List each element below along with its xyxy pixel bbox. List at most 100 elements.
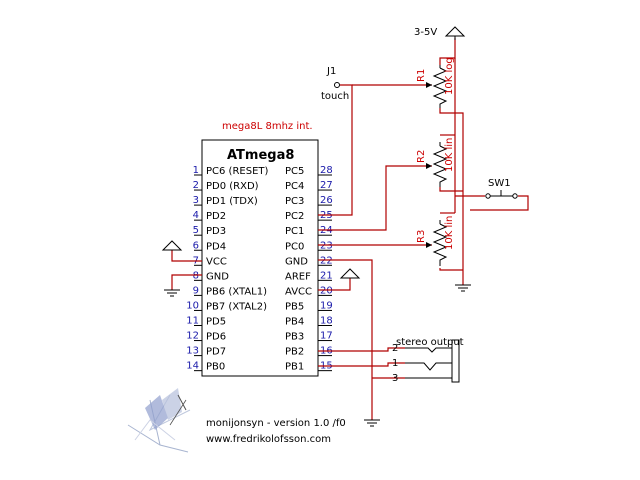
pin-number: 14 — [186, 361, 199, 372]
chip-pin-left: 11 PD5 — [186, 316, 226, 328]
pin-label: GND — [206, 271, 229, 282]
sw1-switch-icon — [485, 190, 518, 199]
supply-rail-top — [439, 38, 456, 65]
r3-resistor-icon — [426, 220, 448, 266]
stereo-jack-icon — [405, 339, 460, 383]
pin-number: 11 — [186, 316, 199, 327]
pin-number: 9 — [193, 285, 199, 296]
chip-pin-left: 2 PD0 (RXD) — [193, 180, 259, 192]
pin-number: 3 — [193, 195, 199, 206]
jack-pin-1: 1 — [392, 358, 398, 369]
gnd-wire-left — [171, 274, 202, 290]
ground-symbol-bottom — [364, 419, 380, 427]
pin-number: 28 — [320, 165, 333, 176]
chip-pin-left: 4 PD2 — [193, 210, 226, 222]
chip-pin-right: PB4 18 — [285, 316, 333, 328]
pin-number: 8 — [193, 270, 199, 281]
credit-url: www.fredrikolofsson.com — [206, 434, 331, 445]
pc1-wire — [318, 165, 432, 231]
chip-pin-right: PB5 19 — [285, 300, 333, 312]
pin-label: PC0 — [285, 241, 304, 252]
ground-symbol-right — [455, 284, 471, 292]
pin-number: 20 — [320, 285, 333, 296]
pin-number: 23 — [320, 240, 333, 251]
r1-value: 10K log — [444, 57, 455, 95]
pin-label: PB1 — [285, 362, 304, 373]
chip-pin-left: 3 PD1 (TDX) — [193, 195, 258, 207]
chip-body — [201, 139, 319, 377]
pin-label: PB0 — [206, 362, 225, 373]
pin-label: PD3 — [206, 226, 226, 237]
chip-pin-right: PC1 24 — [285, 225, 333, 237]
pin-label: PC5 — [285, 166, 304, 177]
credit-title: monijonsyn - version 1.0 /f0 — [206, 418, 346, 429]
chip-pin-left: 5 PD3 — [193, 225, 226, 237]
pin-label: PC6 (RESET) — [206, 166, 268, 177]
pin-label: PB4 — [285, 317, 304, 328]
chip-pin-left: 10 PB7 (XTAL2) — [186, 300, 267, 312]
pin-number: 5 — [193, 225, 199, 236]
jack-pin-2: 2 — [392, 343, 398, 354]
supply-symbol-avcc — [339, 268, 361, 279]
pin-label: PB7 (XTAL2) — [206, 301, 267, 312]
pin-number: 4 — [193, 210, 199, 221]
pin-label: PB3 — [285, 332, 304, 343]
pin-number: 24 — [320, 225, 333, 236]
pin-number: 10 — [186, 300, 199, 311]
j1-contact-icon — [334, 82, 340, 88]
pin-label: PC2 — [285, 211, 304, 222]
pin-label: PD0 (RXD) — [206, 181, 259, 192]
pin-label: PC1 — [285, 226, 304, 237]
pin-label: PD5 — [206, 317, 226, 328]
r2-name: R2 — [416, 150, 427, 163]
sw-right-wire — [470, 195, 529, 211]
supply-label: 3-5V — [414, 27, 437, 38]
r-bottom-rail — [439, 108, 464, 285]
pin-label: PD2 — [206, 211, 226, 222]
pin-label: PC4 — [285, 181, 304, 192]
pin-label: PD6 — [206, 332, 226, 343]
pin-label: PD4 — [206, 241, 226, 252]
wires — [171, 38, 529, 420]
sw1-label: SW1 — [488, 178, 511, 189]
pin-number: 25 — [320, 210, 333, 221]
chip-pin-right: PC0 23 — [285, 240, 333, 252]
pin-number: 18 — [320, 316, 333, 327]
pin-number: 22 — [320, 255, 333, 266]
chip-pin-right: PC2 25 — [285, 210, 333, 222]
pin-number: 6 — [193, 240, 199, 251]
pin-label: VCC — [206, 256, 227, 267]
pin-number: 2 — [193, 180, 199, 191]
avcc-wire — [318, 278, 351, 291]
r3-name: R3 — [416, 230, 427, 243]
stereo-output-label: stereo output — [396, 337, 464, 348]
r2-value: 10K lin — [444, 138, 455, 172]
pin-label: AREF — [285, 271, 311, 282]
r1-resistor-icon — [426, 65, 448, 108]
jack-pin-3: 3 — [392, 373, 398, 384]
pin-number: 19 — [320, 300, 333, 311]
j1-desc: touch — [321, 91, 349, 102]
pc2-wire-j1 — [318, 84, 353, 216]
pin-label: PB5 — [285, 301, 304, 312]
chip-name: ATmega8 — [227, 148, 294, 163]
pin-number: 13 — [186, 346, 199, 357]
r1-name: R1 — [416, 69, 427, 82]
r2-bottom-tie — [439, 187, 463, 192]
r3-bottom-tie — [439, 268, 463, 271]
chip-pin-left: 8 GND — [193, 270, 230, 282]
logo-icon — [127, 388, 191, 453]
pin-label: PB6 (XTAL1) — [206, 286, 267, 297]
pin-label: PB2 — [285, 347, 304, 358]
pin-label: AVCC — [285, 286, 312, 297]
pin-label: PD1 (TDX) — [206, 196, 258, 207]
ground-symbol-left — [164, 289, 180, 297]
pin-number: 21 — [320, 270, 333, 281]
